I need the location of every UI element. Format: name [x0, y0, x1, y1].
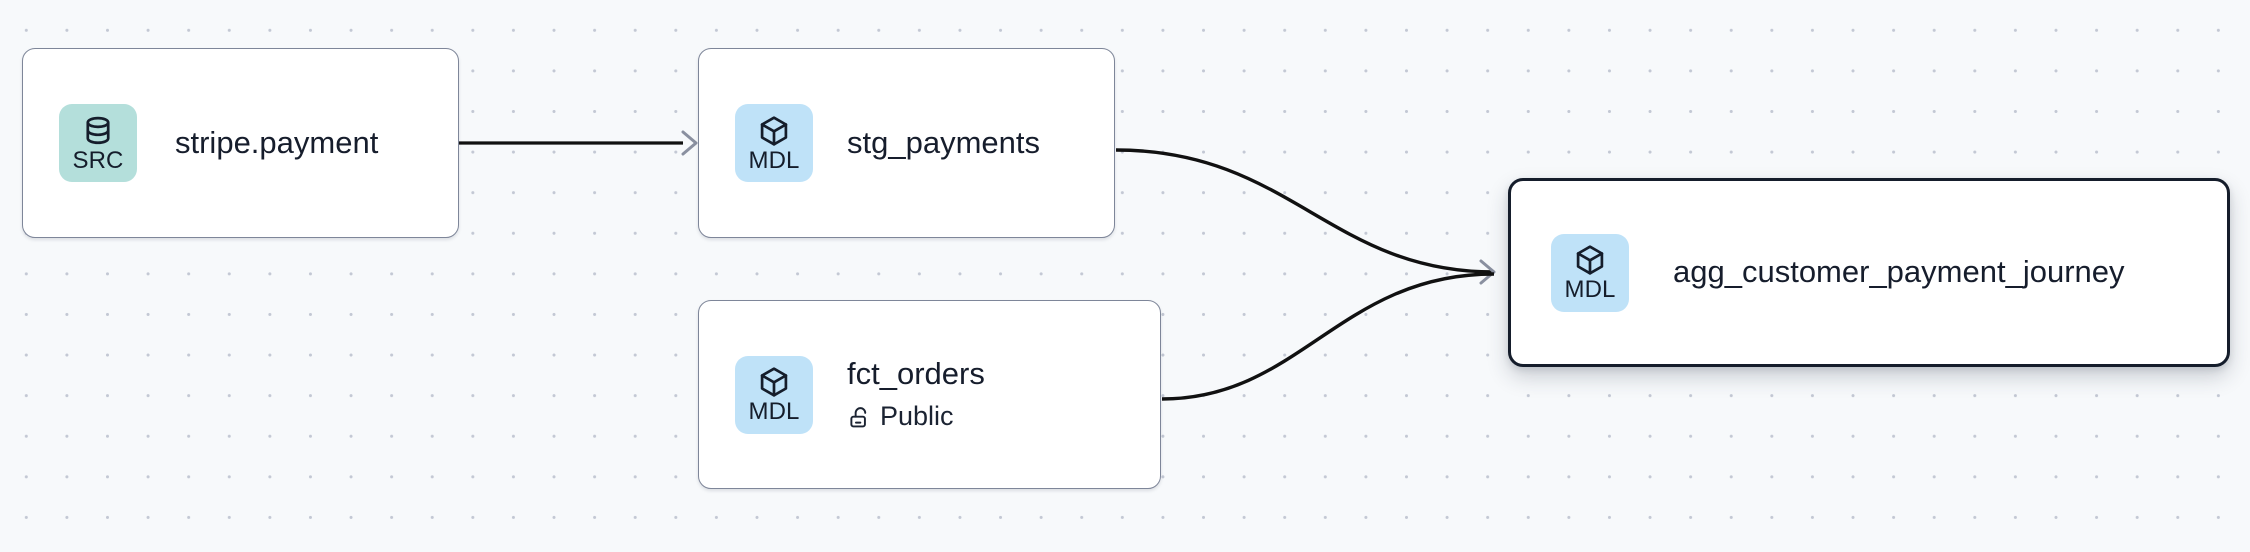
model-badge-label: MDL: [748, 146, 800, 174]
cube-icon: [1573, 243, 1607, 277]
source-badge-label: SRC: [72, 146, 124, 174]
model-badge-label: MDL: [748, 398, 800, 425]
visibility-status: Public: [847, 402, 985, 432]
model-badge: MDL: [735, 104, 813, 182]
lineage-node-stg-payments[interactable]: MDL stg_payments: [698, 48, 1115, 238]
edge-fct-orders-to-agg-customer-payment-journey: [1161, 272, 1495, 401]
node-body: agg_customer_payment_journey: [1673, 255, 2125, 289]
node-title: stg_payments: [847, 124, 1040, 160]
lineage-node-stripe-payment[interactable]: SRC stripe.payment: [22, 48, 459, 238]
lineage-node-fct-orders[interactable]: MDL fct_orders Public: [698, 300, 1161, 489]
model-badge-label: MDL: [1564, 276, 1616, 303]
node-body: fct_orders Public: [847, 357, 985, 432]
node-title: agg_customer_payment_journey: [1673, 254, 2125, 290]
model-badge: MDL: [1551, 233, 1629, 312]
model-badge: MDL: [735, 355, 813, 434]
node-body: stripe.payment: [175, 124, 379, 160]
unlock-icon: [847, 405, 872, 430]
edge-stripe-payment-to-stg-payments: [459, 130, 698, 156]
visibility-label: Public: [880, 401, 954, 432]
node-title: stripe.payment: [175, 124, 379, 160]
node-title: fct_orders: [847, 356, 985, 392]
cube-icon: [757, 114, 791, 148]
edge-stg-payments-to-agg-customer-payment-journey: [1115, 148, 1496, 285]
database-icon: [81, 114, 115, 148]
source-badge: SRC: [59, 104, 137, 182]
lineage-node-agg-customer-payment-journey[interactable]: MDL agg_customer_payment_journey: [1508, 178, 2230, 367]
cube-icon: [757, 365, 791, 399]
node-body: stg_payments: [847, 124, 1040, 160]
